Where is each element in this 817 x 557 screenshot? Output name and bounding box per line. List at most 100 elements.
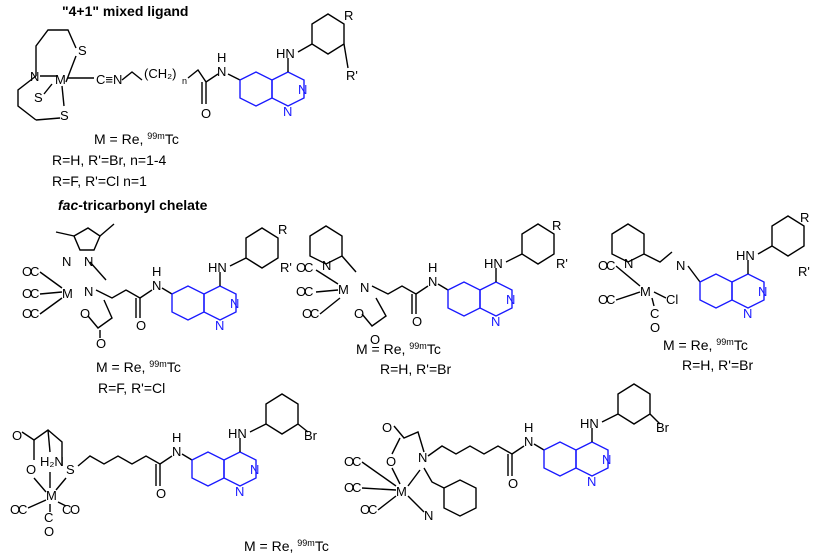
atom-N: N [506, 292, 515, 307]
atom-N: N [62, 254, 71, 269]
atom-N: N [676, 258, 685, 273]
substituent-R-prime: R' [280, 260, 292, 275]
carbonyl-O: O [22, 306, 32, 321]
atom-N: N [152, 278, 161, 293]
compound-2: N N M N C O C O C O O O O H N [22, 222, 292, 351]
caption-1-substituents-b: R=F, R'=Cl n=1 [52, 173, 147, 189]
compound-5: O O H₂N S M O C C O C O O H N [10, 393, 318, 539]
atom-O: O [354, 306, 364, 321]
carbonyl-O: O [360, 502, 370, 517]
substituent-R-prime: R' [798, 264, 810, 279]
carbonyl-O: O [302, 306, 312, 321]
compound-6: O O N M O C O C O C N O H N [344, 383, 670, 523]
substituent-Br: Br [656, 420, 670, 435]
carbonyl-C: C [18, 502, 27, 517]
atom-HN: HN [736, 248, 755, 263]
atom-M: M [640, 284, 651, 299]
atom-M: M [46, 488, 57, 503]
atom-N: N [298, 82, 307, 97]
carbonyl-C: C [606, 292, 615, 307]
atom-S: S [66, 462, 75, 477]
atom-HN: HN [228, 426, 247, 441]
atom-N: N [587, 474, 596, 489]
carbonyl-O: O [44, 524, 54, 539]
atom-N: N [283, 104, 292, 119]
atom-N: N [215, 318, 224, 333]
atom-HN: HN [276, 46, 295, 61]
methylene-chain: (CH₂) [144, 66, 176, 81]
caption-4-metal: M = Re, 99mTc [663, 337, 748, 353]
atom-N: N [172, 444, 181, 459]
heading-mixed-ligand: "4+1" mixed ligand [62, 3, 189, 19]
atom-O: O [80, 306, 90, 321]
atom-M: M [55, 72, 66, 87]
carbonyl-C: C [352, 454, 361, 469]
carbonyl-O: O [22, 286, 32, 301]
atom-H: H [524, 420, 533, 435]
atom-N: N [360, 280, 369, 295]
substituent-R-prime: R' [556, 256, 568, 271]
carbonyl-O: O [598, 258, 608, 273]
caption-2-metal: M = Re, 99mTc [96, 359, 181, 375]
atom-N: N [230, 296, 239, 311]
atom-M: M [338, 282, 349, 297]
atom-M: M [62, 286, 73, 301]
atom-N: N [235, 484, 244, 499]
atom-O: O [26, 462, 36, 477]
chain-n-label: n [182, 76, 187, 86]
carbonyl-C: C [352, 480, 361, 495]
atom-Cl: Cl [666, 292, 678, 307]
carbonyl-O: O [22, 264, 32, 279]
atom-O: O [386, 454, 396, 469]
atom-N: N [524, 434, 533, 449]
carbonyl-O: O [344, 454, 354, 469]
carbonyl-O: O [598, 292, 608, 307]
carbonyl-O: O [296, 260, 306, 275]
caption-2-substituents: R=F, R'=Cl [98, 380, 166, 396]
carbonyl-C: C [650, 306, 659, 321]
carbonyl-C: C [30, 286, 39, 301]
carbonyl-C: C [310, 306, 319, 321]
carbonyl-O: O [650, 320, 660, 335]
atom-O: O [370, 332, 380, 347]
isocyanide-label: C≡N [96, 72, 122, 87]
compound-1: S N M S S C≡N (CH₂) n O H N N N HN [17, 8, 358, 123]
carbonyl-C: C [368, 502, 377, 517]
caption-bottom-metal: M = Re, 99mTc [244, 538, 329, 554]
caption-1-metal: M = Re, 99mTc [94, 131, 179, 147]
atom-N: N [30, 69, 39, 84]
carbonyl-C: C [62, 502, 71, 517]
atom-N: N [758, 284, 767, 299]
atom-S: S [60, 108, 69, 123]
atom-O: O [412, 314, 422, 329]
caption-1-substituents-a: R=H, R'=Br, n=1-4 [52, 152, 167, 168]
atom-S: S [34, 90, 43, 105]
carbonyl-C: C [30, 306, 39, 321]
atom-N: N [743, 306, 752, 321]
atom-N: N [84, 284, 93, 299]
atom-H: H [152, 264, 161, 279]
atom-O: O [508, 476, 518, 491]
atom-N: N [428, 274, 437, 289]
atom-H2N: H₂N [40, 454, 64, 469]
atom-S: S [78, 43, 87, 58]
atom-N: N [250, 462, 259, 477]
atom-N: N [491, 314, 500, 329]
carbonyl-O: O [10, 502, 20, 517]
atom-O: O [136, 318, 146, 333]
substituent-Br: Br [304, 428, 318, 443]
substituent-R: R [800, 210, 809, 225]
atom-O: O [96, 336, 106, 351]
atom-HN: HN [580, 416, 599, 431]
carbonyl-C: C [304, 260, 313, 275]
caption-3-metal: M = Re, 99mTc [356, 341, 441, 357]
atom-N: N [602, 452, 611, 467]
atom-H: H [428, 260, 437, 275]
substituent-R: R [278, 222, 287, 237]
carbonyl-C: C [44, 510, 53, 525]
carbonyl-C: C [30, 264, 39, 279]
atom-H: H [217, 50, 226, 65]
atom-N: N [624, 256, 633, 271]
